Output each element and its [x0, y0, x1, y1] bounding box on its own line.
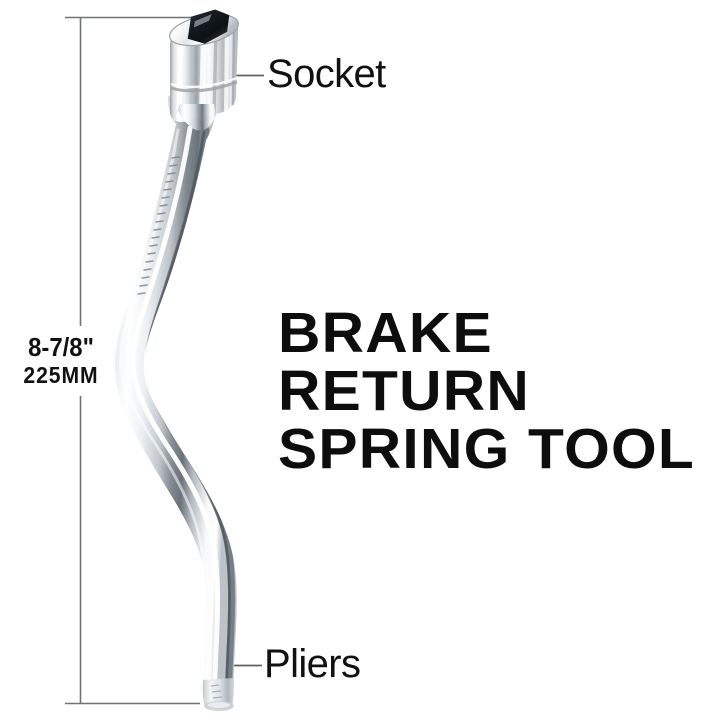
- dimension-metric-label: 225MM: [23, 362, 99, 388]
- socket-groove-highlight: [170, 76, 238, 88]
- socket-groove-ring: [170, 80, 238, 93]
- dimension-bracket: [65, 16, 200, 705]
- pliers-tip: [202, 678, 234, 711]
- callout-label-socket: Socket: [267, 52, 386, 96]
- dimension-imperial-label: 8-7/8": [28, 332, 94, 362]
- callout-label-pliers: Pliers: [264, 642, 361, 686]
- socket-hex-bore: [187, 9, 230, 44]
- tool-body: [115, 9, 239, 711]
- socket-head: [169, 9, 239, 131]
- page-title: BRAKE RETURN SPRING TOOL: [278, 301, 696, 481]
- shaft-highlight-line: [130, 125, 221, 708]
- tool-shaft: [115, 96, 237, 708]
- socket-neck: [178, 104, 216, 131]
- shaft-knurl-texture: [137, 156, 180, 295]
- socket-bore-glint: [193, 14, 212, 28]
- tip-texture-marks: [210, 684, 223, 699]
- tip-end-face-highlight: [208, 702, 230, 708]
